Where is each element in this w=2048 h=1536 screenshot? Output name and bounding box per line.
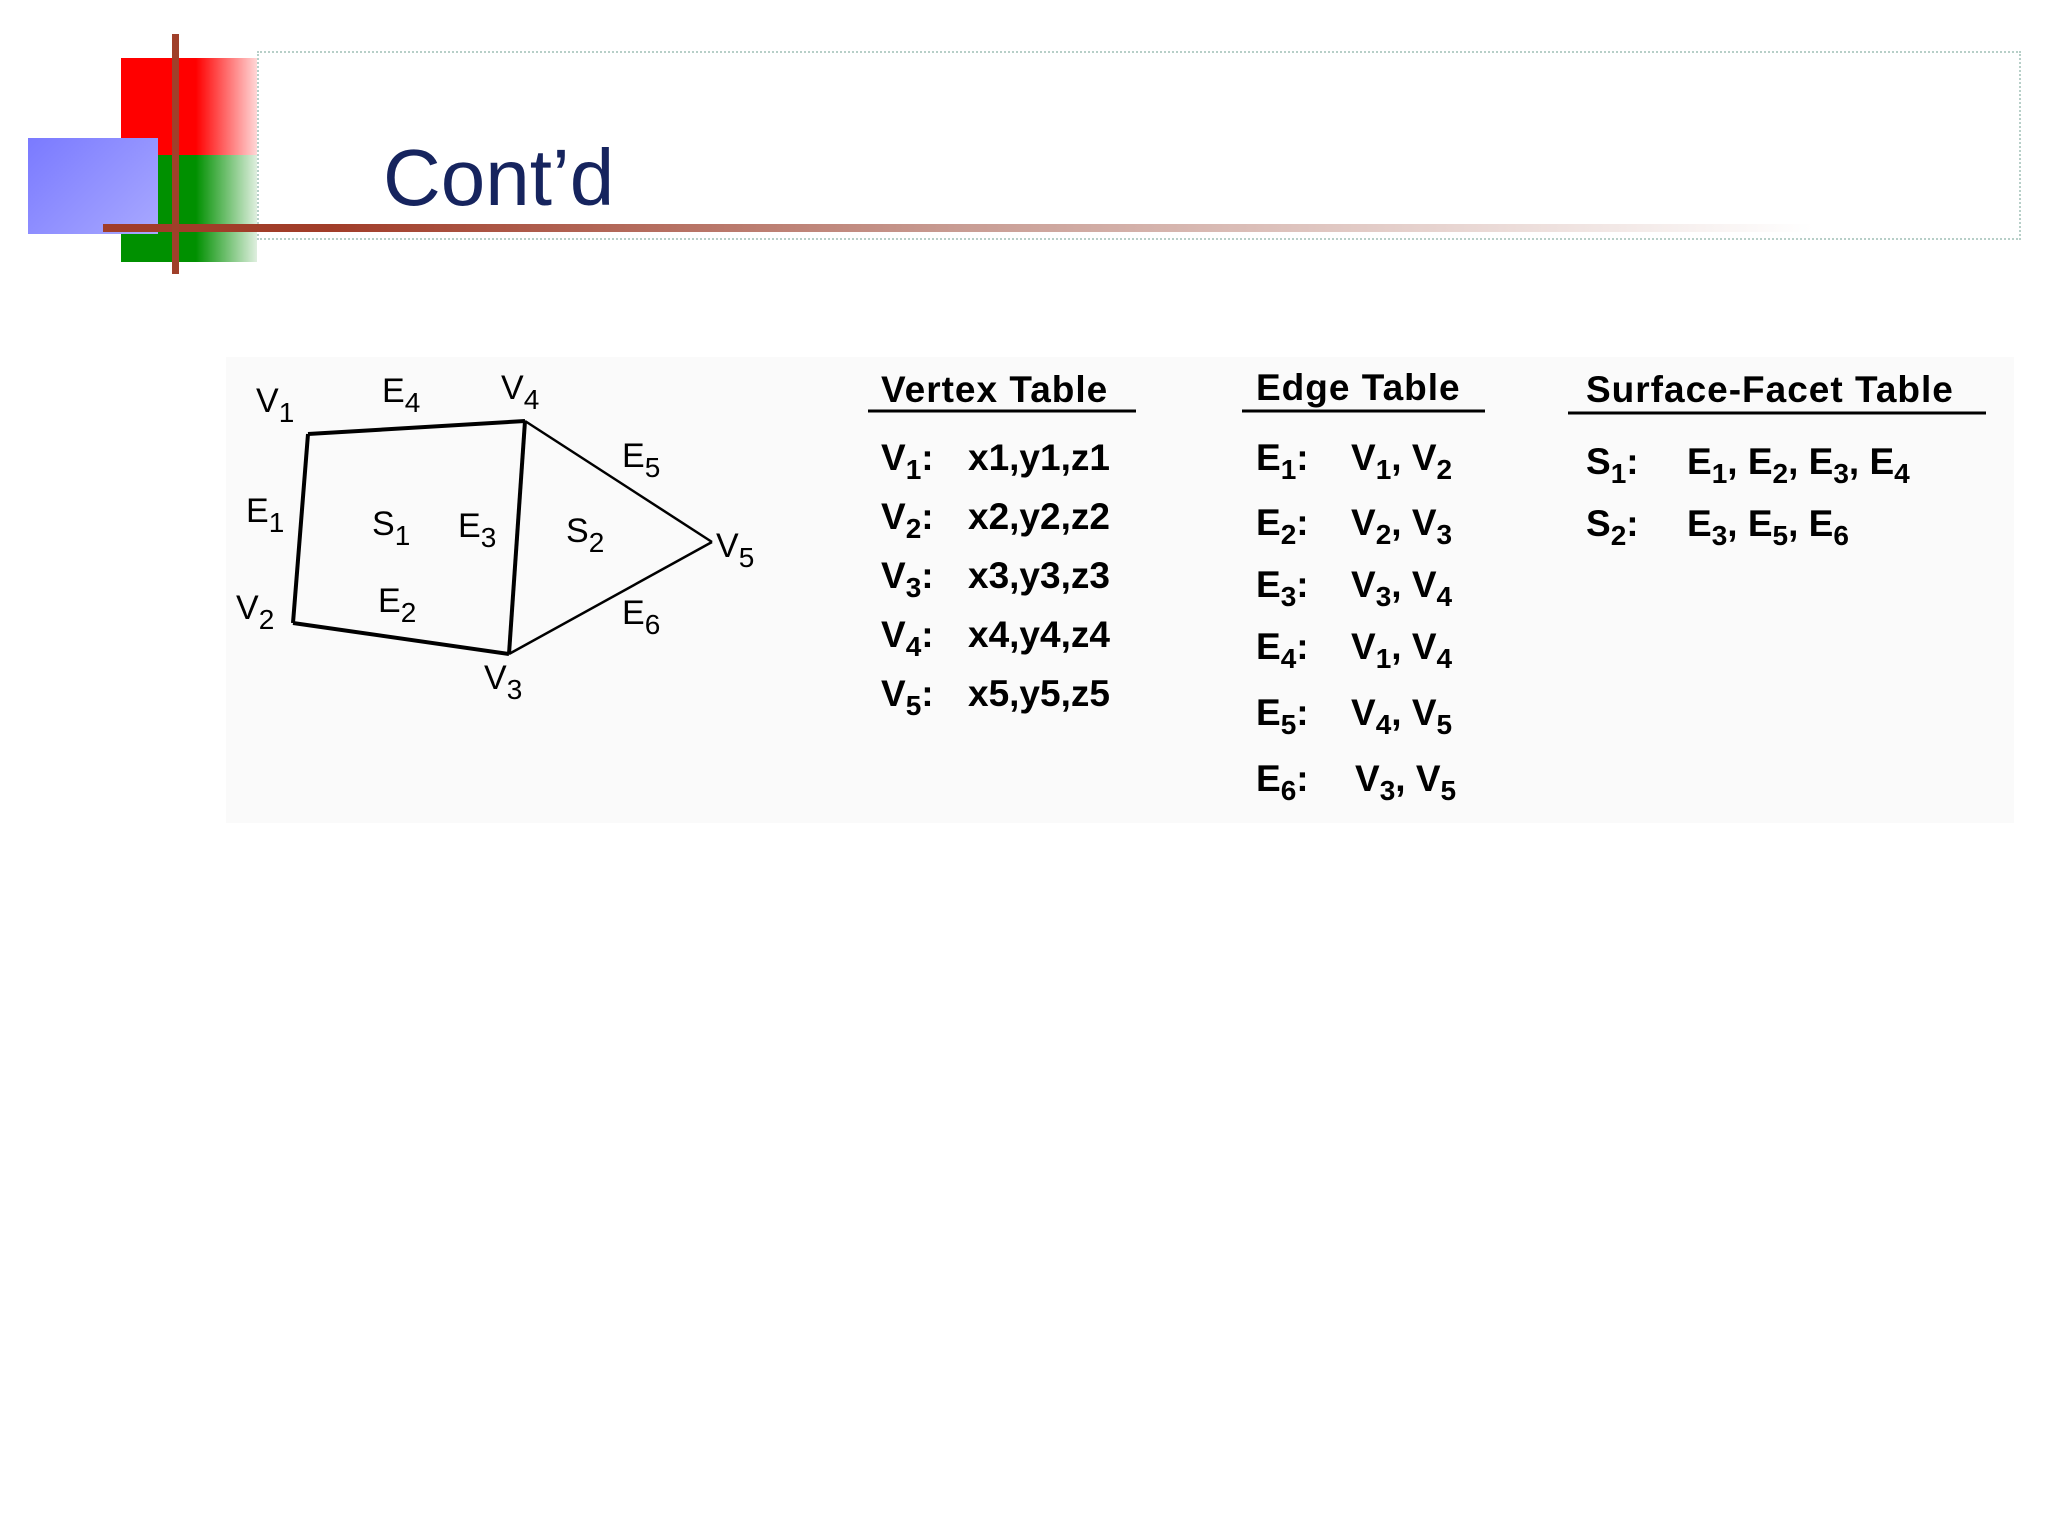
edge-line-e1 (291, 433, 310, 624)
edge-label-e6: E6 (622, 594, 660, 640)
vertex-row: V4: x4,y4,z4 (881, 614, 1110, 662)
vertex-label-v5: V5 (716, 527, 754, 573)
edge-row: E4: V1, V4 (1256, 626, 1453, 674)
edge-line-e2 (292, 621, 510, 656)
edge-line-e3 (507, 420, 527, 655)
edge-line-e6 (508, 540, 713, 656)
polygon-mesh (291, 419, 713, 656)
blue-decor-square (28, 138, 158, 234)
title-placeholder-frame (257, 51, 2021, 240)
edge-table: Edge Table E1: V1, V2 E2: V2, V3 E3: V3,… (1242, 367, 1485, 806)
surface-table-title: Surface-Facet Table (1586, 369, 1954, 410)
surface-label-s1: S1 (372, 505, 410, 551)
polygon-tables-figure: V1 V2 V3 V4 V5 E1 E2 E3 E4 E5 E6 S1 S2 V… (236, 367, 1986, 806)
vertical-decor-rule (172, 34, 179, 274)
edge-row: E5: V4, V5 (1256, 692, 1452, 740)
slide-title: Cont’d (383, 133, 615, 222)
edge-line-e4 (307, 419, 526, 436)
edge-table-title: Edge Table (1256, 367, 1461, 408)
edge-label-e2: E2 (378, 582, 416, 628)
surface-facet-table: Surface-Facet Table S1: E1, E2, E3, E4 S… (1568, 369, 1986, 551)
surface-row: S2: E3, E5, E6 (1586, 503, 1849, 551)
surface-row: S1: E1, E2, E3, E4 (1586, 441, 1910, 489)
vertex-table-title: Vertex Table (881, 369, 1108, 410)
vertex-row: V5: x5,y5,z5 (881, 673, 1110, 721)
vertex-label-v4: V4 (501, 369, 539, 415)
edge-label-e5: E5 (622, 437, 660, 483)
edge-row: E6: V3, V5 (1256, 758, 1456, 806)
edge-label-e3: E3 (458, 507, 496, 553)
edge-row: E2: V2, V3 (1256, 502, 1452, 550)
edge-row: E1: V1, V2 (1256, 437, 1452, 485)
vertex-row: V1: x1,y1,z1 (881, 437, 1110, 485)
surface-label-s2: S2 (566, 512, 604, 558)
vertex-label-v2: V2 (236, 589, 274, 635)
edge-label-e4: E4 (382, 372, 420, 418)
edge-row: E3: V3, V4 (1256, 564, 1453, 612)
vertex-row: V3: x3,y3,z3 (881, 555, 1110, 603)
edge-label-e1: E1 (246, 492, 284, 538)
edge-line-e5 (524, 419, 713, 544)
vertex-row: V2: x2,y2,z2 (881, 496, 1110, 544)
vertex-table: Vertex Table V1: x1,y1,z1 V2: x2,y2,z2 V… (868, 369, 1136, 721)
vertex-label-v3: V3 (484, 659, 522, 705)
title-underline-rule (103, 224, 2003, 232)
vertex-label-v1: V1 (256, 382, 294, 428)
